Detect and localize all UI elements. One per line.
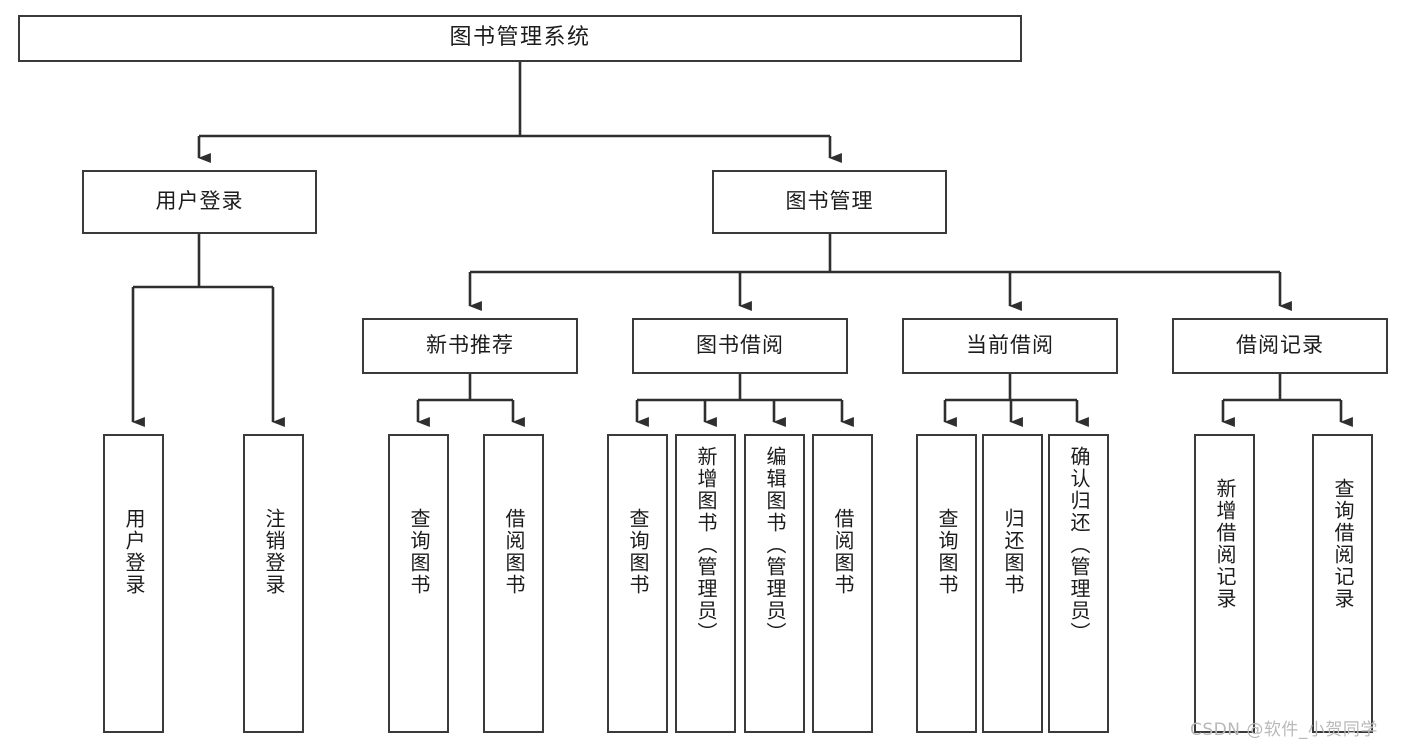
node-label: 查询借阅记录 <box>1331 478 1355 610</box>
node-label: 新增借阅记录 <box>1213 478 1237 610</box>
node-label: 注销登录 <box>262 508 286 596</box>
node-label: 归还图书 <box>1001 508 1025 596</box>
node-label: 当前借阅 <box>966 333 1054 358</box>
node-label: 图书管理 <box>785 189 874 214</box>
node-label: 确认归还（管理员） <box>1067 446 1091 644</box>
node-leaf-query-book-recommend[interactable]: 查询图书 <box>388 434 449 733</box>
node-label: 借阅记录 <box>1236 333 1324 358</box>
node-leaf-edit-book[interactable]: 编辑图书（管理员） <box>744 434 805 733</box>
node-leaf-borrow-book-recommend[interactable]: 借阅图书 <box>483 434 544 733</box>
node-label: 借阅图书 <box>502 508 526 596</box>
node-book-borrow[interactable]: 图书借阅 <box>632 318 848 374</box>
node-label: 查询图书 <box>626 508 650 596</box>
node-label: 新书推荐 <box>426 333 514 358</box>
node-leaf-add-borrow-record[interactable]: 新增借阅记录 <box>1194 434 1255 733</box>
csdn-watermark: CSDN @软件_小贺同学 <box>1190 720 1378 740</box>
node-label: 图书借阅 <box>696 333 784 358</box>
node-label: 查询图书 <box>935 508 959 596</box>
node-root-book-management-system[interactable]: 图书管理系统 <box>18 15 1022 62</box>
node-leaf-borrow-book[interactable]: 借阅图书 <box>812 434 873 733</box>
node-borrow-record[interactable]: 借阅记录 <box>1172 318 1388 374</box>
node-label: 用户登录 <box>122 508 146 596</box>
node-leaf-return-book[interactable]: 归还图书 <box>982 434 1043 733</box>
node-leaf-query-book-borrow[interactable]: 查询图书 <box>607 434 668 733</box>
node-leaf-query-book-current[interactable]: 查询图书 <box>916 434 977 733</box>
node-leaf-user-login[interactable]: 用户登录 <box>103 434 164 733</box>
node-new-book-recommend[interactable]: 新书推荐 <box>362 318 578 374</box>
node-leaf-query-borrow-record[interactable]: 查询借阅记录 <box>1312 434 1373 733</box>
node-label: 图书管理系统 <box>449 25 591 51</box>
node-label: 借阅图书 <box>831 508 855 596</box>
node-label: 用户登录 <box>155 189 244 214</box>
node-label: 编辑图书（管理员） <box>763 446 787 644</box>
node-label: 查询图书 <box>407 508 431 596</box>
node-leaf-user-logout[interactable]: 注销登录 <box>243 434 304 733</box>
node-label: 新增图书（管理员） <box>694 446 718 644</box>
node-book-manage[interactable]: 图书管理 <box>712 170 947 234</box>
node-user-login[interactable]: 用户登录 <box>82 170 317 234</box>
node-current-borrow[interactable]: 当前借阅 <box>902 318 1118 374</box>
node-leaf-confirm-return[interactable]: 确认归还（管理员） <box>1048 434 1109 733</box>
node-leaf-add-book[interactable]: 新增图书（管理员） <box>675 434 736 733</box>
